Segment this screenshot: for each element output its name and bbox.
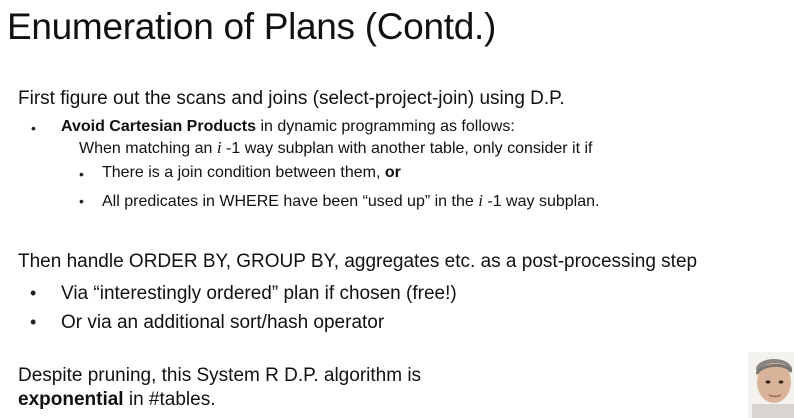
avoid-cartesian-rest: in dynamic programming as follows: <box>256 118 515 135</box>
join-condition-or: or <box>384 164 401 181</box>
section3-line1: Despite pruning, this System R D.P. algo… <box>18 365 422 386</box>
join-condition-text: There is a join condition between them, <box>102 164 385 181</box>
bullet-marker: • <box>79 193 84 209</box>
matching-before: When matching an <box>79 140 217 157</box>
var-i: i <box>216 138 222 157</box>
section2-lead: Then handle ORDER BY, GROUP BY, aggregat… <box>18 251 698 272</box>
matching-after: -1 way subplan with another table, only … <box>221 140 593 157</box>
avoid-cartesian-bold: Avoid Cartesian Products <box>61 118 257 135</box>
var-i: i <box>478 191 483 210</box>
sort-hash-bullet: Or via an additional sort/hash operator <box>61 312 385 333</box>
interesting-order-bullet: Via “interestingly ordered” plan if chos… <box>61 283 457 304</box>
section1-lead: First figure out the scans and joins (se… <box>18 88 565 109</box>
bullet-marker: • <box>30 283 37 303</box>
section3-line2: exponential in #tables. <box>18 389 215 411</box>
avoid-cartesian-bullet: Avoid Cartesian Products in dynamic prog… <box>61 118 515 136</box>
predicates-before: All predicates in WHERE have been “used … <box>102 193 479 210</box>
predicates-after: -1 way subplan. <box>482 193 600 210</box>
bullet-marker: • <box>79 166 84 182</box>
presenter-video-thumbnail <box>748 352 794 418</box>
bullet-marker: • <box>31 120 36 136</box>
bullet-marker: • <box>30 312 37 332</box>
exponential-bold: exponential <box>18 389 124 410</box>
tables-rest: in #tables. <box>123 389 216 410</box>
presenter-face-icon <box>748 352 794 418</box>
predicates-bullet: All predicates in WHERE have been “used … <box>102 191 599 211</box>
slide-title: Enumeration of Plans (Contd.) <box>7 6 496 47</box>
matching-subplan-line: When matching an i -1 way subplan with a… <box>79 138 592 158</box>
join-condition-bullet: There is a join condition between them, … <box>102 164 401 182</box>
